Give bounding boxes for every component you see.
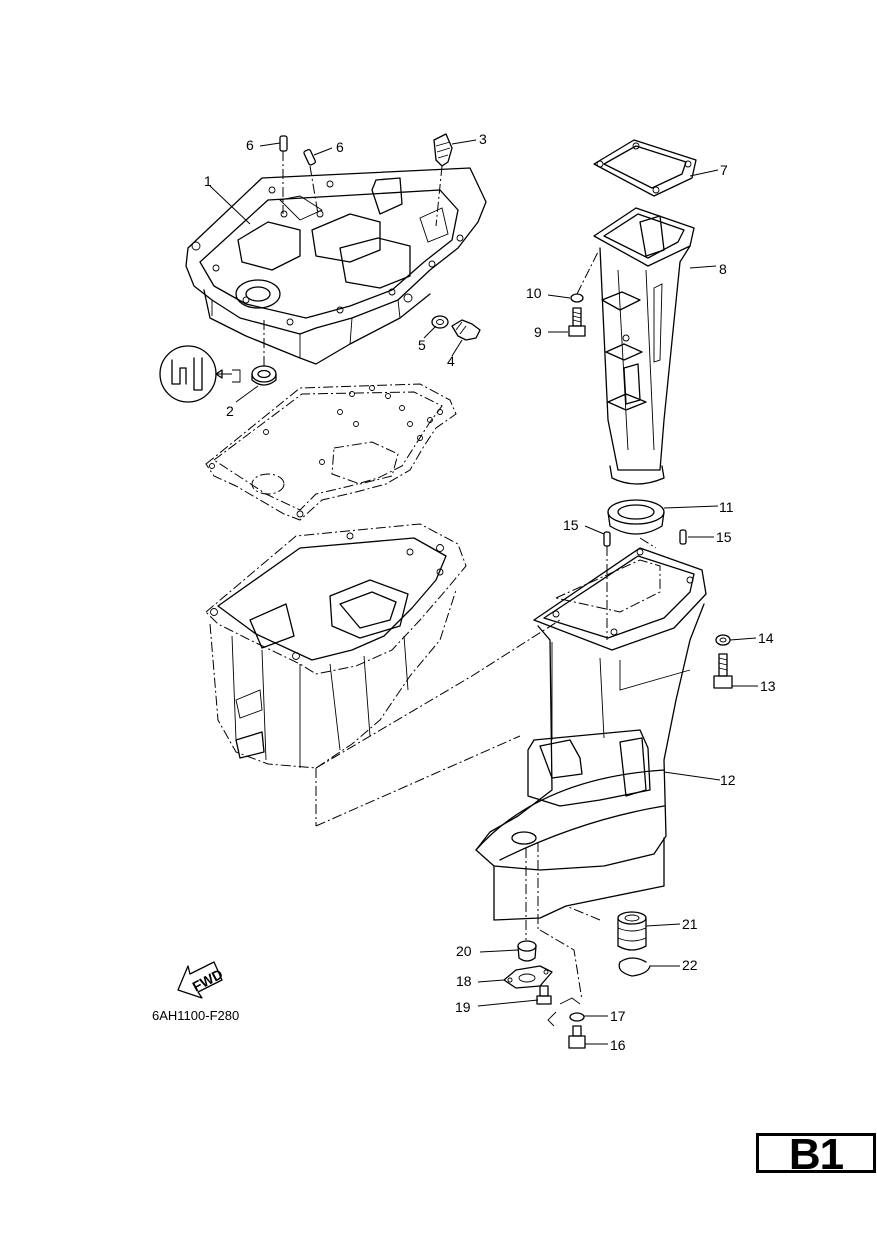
callout-10: 10 <box>526 285 542 301</box>
part-9-bolt[interactable] <box>568 307 586 337</box>
part-3-plug[interactable] <box>433 133 453 227</box>
gasket-upper-casing[interactable] <box>205 383 457 521</box>
callout-5: 5 <box>418 337 426 353</box>
callout-18: 18 <box>456 973 472 989</box>
part-13-bolt[interactable] <box>713 653 733 689</box>
callout-22: 22 <box>682 957 698 973</box>
seal-detail-inset <box>159 345 241 403</box>
callout-16: 16 <box>610 1037 626 1053</box>
part-14-washer[interactable] <box>715 634 731 646</box>
callout-17: 17 <box>610 1008 626 1024</box>
callout-6a: 6 <box>246 137 254 153</box>
callout-7: 7 <box>720 162 728 178</box>
callout-14: 14 <box>758 630 774 646</box>
callout-2: 2 <box>226 403 234 419</box>
fwd-arrow-icon: FWD <box>177 961 226 999</box>
part-21-grommet[interactable] <box>617 911 647 951</box>
callout-8: 8 <box>719 261 727 277</box>
callout-1: 1 <box>204 173 212 189</box>
callout-15b: 15 <box>716 529 732 545</box>
part-15-dowel-pin-right[interactable] <box>679 529 687 545</box>
part-22-circlip[interactable] <box>618 957 651 977</box>
callout-4: 4 <box>447 353 455 369</box>
part-6-dowel-pin-left[interactable] <box>279 135 288 214</box>
callout-15a: 15 <box>563 517 579 533</box>
part-15-dowel-pin-left[interactable] <box>603 531 611 640</box>
part-12-upper-case[interactable] <box>475 537 707 1001</box>
callout-6b: 6 <box>336 139 344 155</box>
section-label-box: B1 <box>756 1130 876 1179</box>
callout-20: 20 <box>456 943 472 959</box>
part-17-washer[interactable] <box>547 997 585 1027</box>
callout-21: 21 <box>682 916 698 932</box>
part-2-oil-seal[interactable] <box>251 320 277 386</box>
part-6-dowel-pin-right[interactable] <box>303 148 319 215</box>
callout-12: 12 <box>720 772 736 788</box>
part-11-seal[interactable] <box>607 499 665 535</box>
callout-11: 11 <box>719 499 734 515</box>
part-16-bolt[interactable] <box>568 1025 586 1049</box>
part-5-washer[interactable] <box>431 315 449 329</box>
callout-13: 13 <box>760 678 776 694</box>
section-label: B1 <box>788 1130 844 1179</box>
part-8-exhaust-guide[interactable] <box>593 207 695 485</box>
callout-numbers: 1 2 3 4 5 6 6 7 8 9 10 11 12 13 14 15 15… <box>204 131 776 1053</box>
part-4-bolt[interactable] <box>451 319 481 341</box>
part-10-washer[interactable] <box>570 251 599 303</box>
callout-19: 19 <box>455 999 471 1015</box>
part-20-grommet[interactable] <box>517 940 537 962</box>
callout-9: 9 <box>534 324 542 340</box>
fwd-label: FWD <box>190 966 226 995</box>
callout-3: 3 <box>479 131 487 147</box>
part-18-plate[interactable] <box>503 965 553 989</box>
part-19-bolt[interactable] <box>536 985 552 1005</box>
drawing-code: 6AH1100-F280 <box>152 1008 240 1023</box>
lower-casing-oil-pan <box>205 523 561 827</box>
part-7-gasket[interactable] <box>593 139 697 197</box>
part-1-upper-casing[interactable] <box>185 167 487 365</box>
leader-lines <box>209 139 758 1045</box>
